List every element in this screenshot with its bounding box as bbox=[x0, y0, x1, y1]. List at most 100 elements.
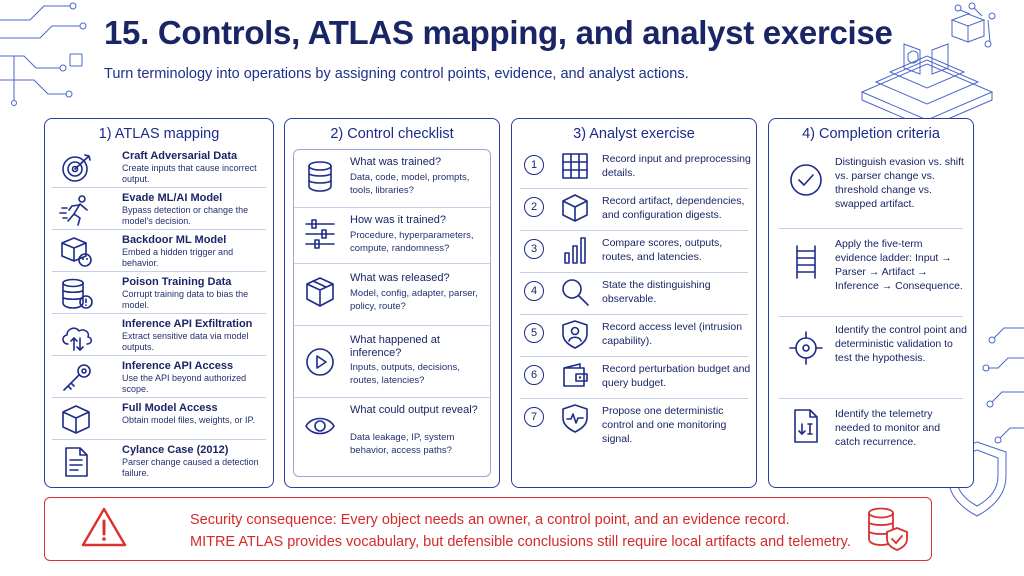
atlas-item: Inference API Access Use the API beyond … bbox=[52, 356, 266, 398]
analyst-step: 5 Record access level (intrusion capabil… bbox=[520, 315, 748, 357]
atlas-item-name: Inference API Access bbox=[122, 360, 234, 372]
checklist-item: What was trained? Data, code, model, pro… bbox=[294, 150, 490, 208]
eye-icon bbox=[305, 417, 335, 435]
ladder-icon bbox=[796, 245, 816, 279]
cube-icon bbox=[62, 405, 90, 434]
atlas-item-name: Inference API Exfiltration bbox=[122, 318, 253, 330]
analyst-step: 6 Record perturbation budget and query b… bbox=[520, 357, 750, 399]
criteria-item: Distinguish evasion vs. shift vs. parser… bbox=[779, 149, 964, 229]
atlas-item: Inference API Exfiltration Extract sensi… bbox=[52, 314, 266, 356]
checklist-item: How was it trained? Procedure, hyperpara… bbox=[294, 208, 490, 264]
step-text: State the distinguishing observable. bbox=[602, 279, 711, 305]
checklist-item: What could output reveal? Data leakage, … bbox=[294, 398, 490, 478]
atlas-item-name: Backdoor ML Model bbox=[122, 234, 227, 246]
banner-line-2: MITRE ATLAS provides vocabulary, but def… bbox=[190, 534, 851, 550]
criteria-text: Apply the five-term evidence ladder: Inp… bbox=[835, 238, 963, 292]
checklist-answer: Inputs, outputs, decisions, routes, late… bbox=[350, 362, 460, 386]
step-number: 6 bbox=[524, 365, 544, 385]
step-number: 5 bbox=[524, 323, 544, 343]
checklist-answer: Data leakage, IP, system behavior, acces… bbox=[350, 432, 455, 456]
bar-chart-icon bbox=[564, 237, 586, 264]
grid-icon bbox=[562, 153, 588, 179]
database-icon bbox=[308, 161, 332, 192]
checklist-question: What was released? bbox=[350, 272, 450, 284]
panel-title: 3) Analyst exercise bbox=[573, 126, 695, 142]
atlas-item-desc: Parser change caused a detection failure… bbox=[122, 457, 259, 478]
banner-line-1: Security consequence: Every object needs… bbox=[190, 512, 790, 528]
step-number: 7 bbox=[524, 407, 544, 427]
target-icon bbox=[62, 154, 91, 182]
atlas-item-name: Evade ML/AI Model bbox=[122, 192, 223, 204]
document-icon bbox=[65, 447, 88, 477]
atlas-item-desc: Extract sensitive data via model outputs… bbox=[122, 331, 249, 352]
atlas-item-desc: Bypass detection or change the model's d… bbox=[122, 205, 249, 226]
cube-icon bbox=[562, 194, 588, 222]
analyst-exercise-panel: 3) Analyst exercise 1 Record input and p… bbox=[511, 118, 757, 488]
atlas-item: Poison Training Data Corrupt training da… bbox=[52, 272, 266, 314]
sliders-icon bbox=[305, 219, 335, 249]
security-consequence-banner: Security consequence: Every object needs… bbox=[44, 497, 932, 561]
step-text: Record artifact, dependencies, and confi… bbox=[602, 195, 745, 221]
step-number: 2 bbox=[524, 197, 544, 217]
checklist-answer: Model, config, adapter, parser, policy, … bbox=[350, 288, 478, 312]
database-warning-icon bbox=[62, 278, 93, 309]
atlas-item: Evade ML/AI Model Bypass detection or ch… bbox=[52, 188, 266, 230]
step-number: 1 bbox=[524, 155, 544, 175]
step-number: 3 bbox=[524, 239, 544, 259]
database-shield-icon bbox=[868, 507, 908, 551]
atlas-item-name: Full Model Access bbox=[122, 402, 218, 414]
checklist-question: What happened at inference? bbox=[350, 334, 440, 359]
criteria-text: Identify the telemetry needed to monitor… bbox=[835, 408, 941, 448]
panel-title: 2) Control checklist bbox=[330, 126, 454, 142]
play-icon bbox=[306, 348, 334, 376]
step-text: Compare scores, outputs, routes, and lat… bbox=[602, 237, 723, 263]
atlas-item: Full Model Access Obtain model files, we… bbox=[52, 398, 266, 440]
check-circle-icon bbox=[790, 164, 822, 196]
wallet-icon bbox=[563, 363, 588, 387]
atlas-item-name: Poison Training Data bbox=[122, 276, 232, 288]
running-figure-icon bbox=[59, 195, 88, 226]
page-subtitle: Turn terminology into operations by assi… bbox=[104, 66, 689, 82]
atlas-item: Backdoor ML Model Embed a hidden trigger… bbox=[52, 230, 266, 272]
panel-title: 1) ATLAS mapping bbox=[98, 126, 220, 142]
cloud-transfer-icon bbox=[62, 327, 93, 351]
step-number: 4 bbox=[524, 281, 544, 301]
atlas-item: Cylance Case (2012) Parser change caused… bbox=[52, 440, 266, 482]
page-title: 15. Controls, ATLAS mapping, and analyst… bbox=[104, 14, 893, 51]
checklist-box: What was trained? Data, code, model, pro… bbox=[293, 149, 491, 477]
step-text: Record input and preprocessing details. bbox=[602, 153, 751, 179]
checklist-question: What was trained? bbox=[350, 156, 442, 168]
magnifier-icon bbox=[562, 279, 589, 306]
panel-title: 4) Completion criteria bbox=[802, 126, 940, 142]
circuit-decoration-right bbox=[982, 327, 1024, 444]
checklist-answer: Data, code, model, prompts, tools, libra… bbox=[350, 172, 470, 196]
criteria-item: Identify the telemetry needed to monitor… bbox=[779, 399, 963, 479]
crosshair-icon bbox=[789, 331, 823, 365]
atlas-item-desc: Embed a hidden trigger and behavior. bbox=[122, 247, 234, 268]
analyst-step: 7 Propose one deterministic control and … bbox=[520, 399, 748, 445]
analyst-step: 4 State the distinguishing observable. bbox=[520, 273, 748, 315]
checklist-question: What could output reveal? bbox=[350, 404, 478, 416]
document-download-icon bbox=[794, 409, 818, 443]
atlas-item-name: Cylance Case (2012) bbox=[122, 444, 229, 456]
analyst-step: 3 Compare scores, outputs, routes, and l… bbox=[520, 231, 748, 273]
criteria-text: Identify the control point and determini… bbox=[835, 324, 967, 364]
criteria-item: Apply the five-term evidence ladder: Inp… bbox=[779, 229, 963, 317]
completion-criteria-panel: 4) Completion criteria Distinguish evasi… bbox=[768, 118, 974, 488]
atlas-item-desc: Obtain model files, weights, or IP. bbox=[122, 415, 255, 425]
package-icon bbox=[306, 277, 334, 307]
atlas-item: Craft Adversarial Data Create inputs tha… bbox=[52, 146, 266, 188]
atlas-item-desc: Use the API beyond authorized scope. bbox=[122, 373, 247, 394]
checklist-item: What happened at inference? Inputs, outp… bbox=[294, 326, 490, 398]
atlas-item-desc: Create inputs that cause incorrect outpu… bbox=[122, 163, 257, 184]
analyst-step: 2 Record artifact, dependencies, and con… bbox=[520, 189, 748, 231]
criteria-item: Identify the control point and determini… bbox=[779, 317, 967, 399]
step-text: Propose one deterministic control and on… bbox=[602, 405, 727, 445]
step-text: Record access level (intrusion capabilit… bbox=[602, 321, 743, 347]
checklist-question: How was it trained? bbox=[350, 214, 446, 226]
atlas-item-desc: Corrupt training data to bias the model. bbox=[122, 289, 249, 310]
key-icon bbox=[63, 364, 91, 391]
checklist-item: What was released? Model, config, adapte… bbox=[294, 264, 490, 326]
criteria-text: Distinguish evasion vs. shift vs. parser… bbox=[835, 156, 964, 210]
step-text: Record perturbation budget and query bud… bbox=[602, 363, 751, 389]
